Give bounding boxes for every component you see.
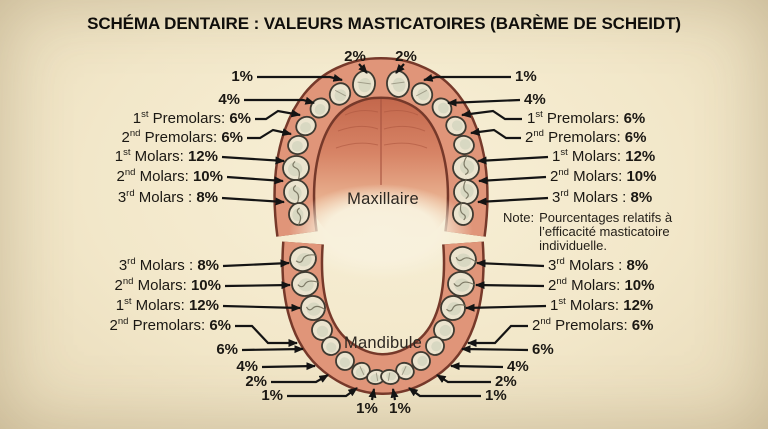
leader-lines	[221, 63, 549, 401]
leader-line	[461, 109, 522, 121]
upper-left-label-4: 2nd Premolars: 6%	[121, 128, 243, 146]
leader-line	[257, 74, 343, 82]
leader-line	[390, 388, 399, 401]
palate-texture	[335, 110, 428, 149]
leader-line	[241, 345, 304, 354]
leader-line	[358, 63, 368, 74]
palate-fade	[289, 184, 473, 280]
leader-line	[235, 324, 298, 347]
leader-line	[470, 127, 521, 140]
label-lower-central-incisor-left: 1%	[356, 400, 378, 417]
lower-right-label-4: 2nd Premolars: 6%	[532, 316, 654, 334]
lower-right-label-6: 4%	[507, 358, 529, 375]
upper-left-label-7: 3rd Molars : 8%	[117, 188, 218, 206]
leader-line	[461, 345, 529, 354]
lower-right-label-7: 2%	[495, 373, 517, 390]
upper-left-label-6: 2nd Molars: 10%	[116, 167, 223, 185]
label-upper-central-incisor-right: 2%	[395, 48, 417, 65]
lower-right-label-5: 6%	[532, 341, 554, 358]
leader-line	[271, 374, 329, 384]
leader-line	[423, 74, 511, 82]
note-text: Pourcentages relatifs à l’efficacité mas…	[539, 210, 673, 253]
lower-left-label-8: 1%	[261, 387, 283, 404]
leader-line	[222, 303, 301, 312]
leader-line	[436, 374, 491, 384]
upper-right-label-1: 1%	[515, 68, 537, 85]
lower-left-label-1: 3rd Molars : 8%	[118, 256, 219, 274]
page-title: SCHÉMA DENTAIRE : VALEURS MASTICATOIRES …	[87, 14, 681, 33]
label-lower-central-incisor-right: 1%	[389, 400, 411, 417]
upper-right-label-5: 1st Molars: 12%	[552, 147, 656, 165]
lower-left-label-6: 4%	[236, 358, 258, 375]
leader-line	[244, 96, 315, 105]
lower-left-label-2: 2nd Molars: 10%	[114, 276, 221, 294]
upper-right-label-7: 3rd Molars : 8%	[552, 188, 653, 206]
lower-right-label-2: 2nd Molars: 10%	[548, 276, 655, 294]
leader-line	[224, 281, 291, 290]
leader-line	[467, 324, 528, 347]
leader-line	[477, 196, 549, 206]
upper-right-label-3: 1st Premolars: 6%	[527, 109, 646, 127]
leader-line	[447, 98, 521, 107]
lower-jaw-illustration	[281, 241, 485, 396]
lower-left-label-5: 6%	[216, 341, 238, 358]
lower-teeth	[289, 246, 478, 385]
note: Note: Pourcentages relatifs à l’efficaci…	[503, 211, 693, 252]
leader-line	[226, 175, 284, 185]
note-label: Note:	[503, 210, 535, 225]
upper-left-label-3: 1st Premolars: 6%	[132, 109, 251, 127]
maxillary-label: Maxillaire	[347, 190, 419, 208]
leader-line	[395, 63, 405, 74]
leader-line	[247, 128, 292, 140]
upper-jaw-illustration	[273, 56, 489, 280]
leader-line	[476, 259, 545, 268]
lower-left-label-7: 2%	[245, 373, 267, 390]
upper-teeth	[282, 70, 480, 227]
mandible-label: Mandibule	[344, 334, 422, 352]
leader-line	[261, 362, 316, 371]
upper-left-label-2: 4%	[218, 91, 240, 108]
lower-right-label-3: 1st Molars: 12%	[550, 296, 654, 314]
label-upper-central-incisor-left: 2%	[344, 48, 366, 65]
upper-right-label-2: 4%	[524, 91, 546, 108]
upper-left-label-5: 1st Molars: 12%	[114, 147, 218, 165]
upper-left-label-1: 1%	[231, 68, 253, 85]
leader-line	[475, 281, 545, 290]
leader-line	[450, 362, 504, 371]
leader-line	[465, 303, 547, 312]
leader-line	[368, 388, 377, 401]
lower-left-label-4: 2nd Premolars: 6%	[109, 316, 231, 334]
leader-line	[287, 387, 358, 398]
upper-right-label-4: 2nd Premolars: 6%	[525, 128, 647, 146]
lower-left-label-3: 1st Molars: 12%	[115, 296, 219, 314]
leader-line	[222, 259, 290, 268]
leader-line	[408, 387, 481, 398]
leader-line	[478, 175, 547, 185]
upper-right-label-6: 2nd Molars: 10%	[550, 167, 657, 185]
leader-line	[477, 155, 549, 165]
leader-line	[255, 109, 301, 121]
lower-right-label-8: 1%	[485, 387, 507, 404]
leader-line	[221, 196, 285, 206]
leader-line	[221, 155, 285, 165]
lower-right-label-1: 3rd Molars : 8%	[548, 256, 649, 274]
